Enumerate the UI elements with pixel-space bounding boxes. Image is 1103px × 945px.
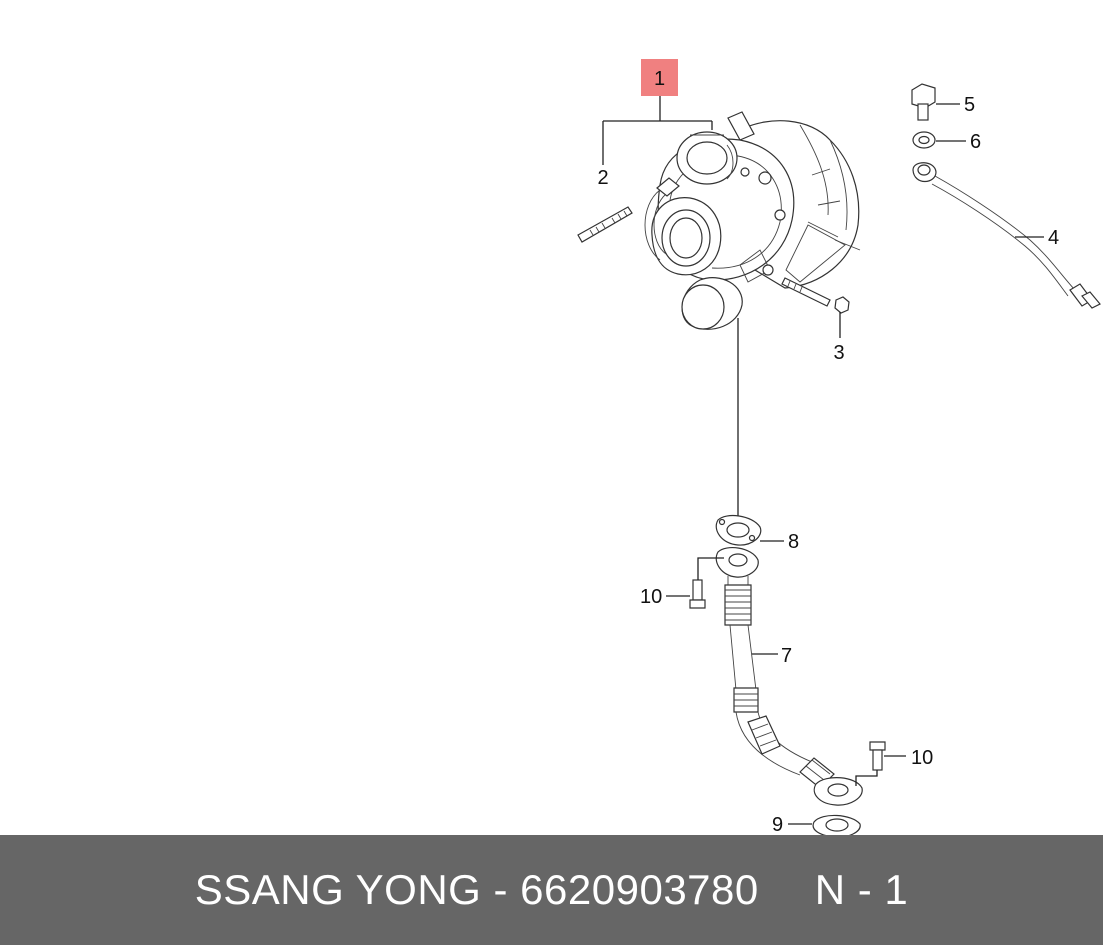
callout-6-label: 6 — [970, 131, 981, 153]
sealing-washer — [912, 131, 936, 149]
callout-8-label: 8 — [788, 531, 799, 553]
nut-bolt — [781, 277, 850, 314]
turbocharger — [644, 111, 861, 330]
callout-2-label: 2 — [597, 167, 608, 189]
oil-feed-pipe — [912, 162, 1101, 309]
gasket-lower — [812, 814, 861, 835]
flange-bolt-lower — [869, 741, 886, 771]
callout-3-label: 3 — [833, 342, 844, 364]
flange-bolt-upper — [689, 579, 706, 609]
callout-4-label: 4 — [1048, 227, 1059, 249]
banjo-bolt — [911, 83, 936, 121]
diagram-position: N - 1 — [814, 866, 909, 913]
oil-return-pipe — [715, 546, 863, 806]
callout-7-label: 7 — [781, 645, 792, 667]
callout-10a-label: 10 — [640, 586, 662, 608]
brand-part-number: SSANG YONG - 6620903780 — [194, 866, 759, 913]
callout-1-label: 1 — [654, 68, 665, 90]
callout-9-label: 9 — [772, 814, 783, 835]
callout-10b-label: 10 — [911, 747, 933, 769]
callout-5-label: 5 — [964, 94, 975, 116]
gasket-upper — [715, 514, 762, 546]
footer-bar: SSANG YONG - 6620903780 N - 1 — [0, 835, 1103, 945]
callout-1-highlight — [641, 59, 678, 96]
exploded-parts-diagram: 1 2 — [577, 59, 1101, 835]
stud-bolt — [577, 206, 633, 243]
